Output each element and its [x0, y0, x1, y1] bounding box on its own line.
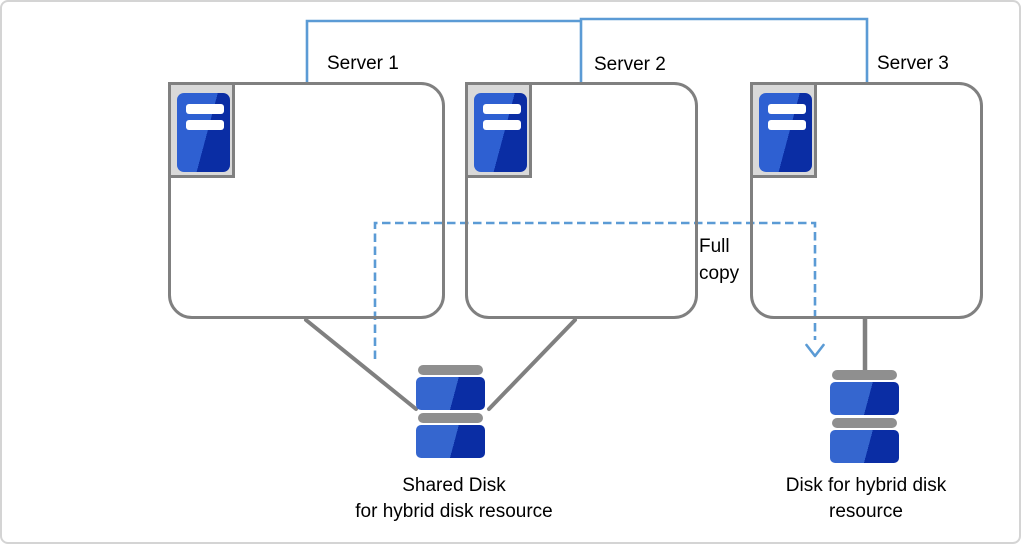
shared-disk-label: Shared Disk for hybrid disk resource [304, 473, 604, 525]
network-bus-line-right [579, 17, 869, 82]
server-1-box [168, 82, 445, 319]
server-led-bar [186, 120, 224, 130]
server-1-label: Server 1 [327, 53, 399, 74]
network-bus-line-left [305, 19, 582, 82]
server-2-box [465, 82, 698, 319]
shared-disk-label-line2: for hybrid disk resource [355, 501, 553, 522]
server-led-bar [186, 104, 224, 114]
stacked-disks-icon [416, 365, 485, 458]
server-tower-body [759, 93, 812, 172]
shared-disk-label-line1: Shared Disk [402, 475, 506, 496]
server-3-label: Server 3 [877, 53, 949, 74]
disk-body [830, 430, 899, 463]
server-tower-icon [465, 82, 532, 178]
hybrid-disk-label: Disk for hybrid disk resource [716, 473, 1016, 525]
server-tower-body [474, 93, 527, 172]
hybrid-disk-label-line2: resource [829, 501, 903, 522]
server-2-label: Server 2 [594, 54, 666, 75]
server-led-bar [768, 120, 806, 130]
server-tower-icon [168, 82, 235, 178]
server-tower-body [177, 93, 230, 172]
disk-body [416, 377, 485, 410]
disk-platter-bar [832, 370, 897, 380]
hybrid-disk-label-line1: Disk for hybrid disk [785, 475, 947, 496]
server-led-bar [483, 120, 521, 130]
stacked-disks-icon [830, 370, 899, 463]
disk-platter-bar [418, 413, 483, 423]
full-copy-label: Full copy [699, 236, 740, 284]
server-led-bar [768, 104, 806, 114]
disk-platter-bar [832, 418, 897, 428]
disk-platter-bar [418, 365, 483, 375]
server1-shared-disk-line [304, 318, 418, 411]
full-copy-dashed-path [373, 221, 817, 359]
disk-body [416, 425, 485, 458]
server-3-box [750, 82, 983, 319]
server2-shared-disk-line [487, 318, 577, 411]
disk-body [830, 382, 899, 415]
full-copy-arrowhead-icon [805, 343, 825, 358]
server-led-bar [483, 104, 521, 114]
server-tower-icon [750, 82, 817, 178]
